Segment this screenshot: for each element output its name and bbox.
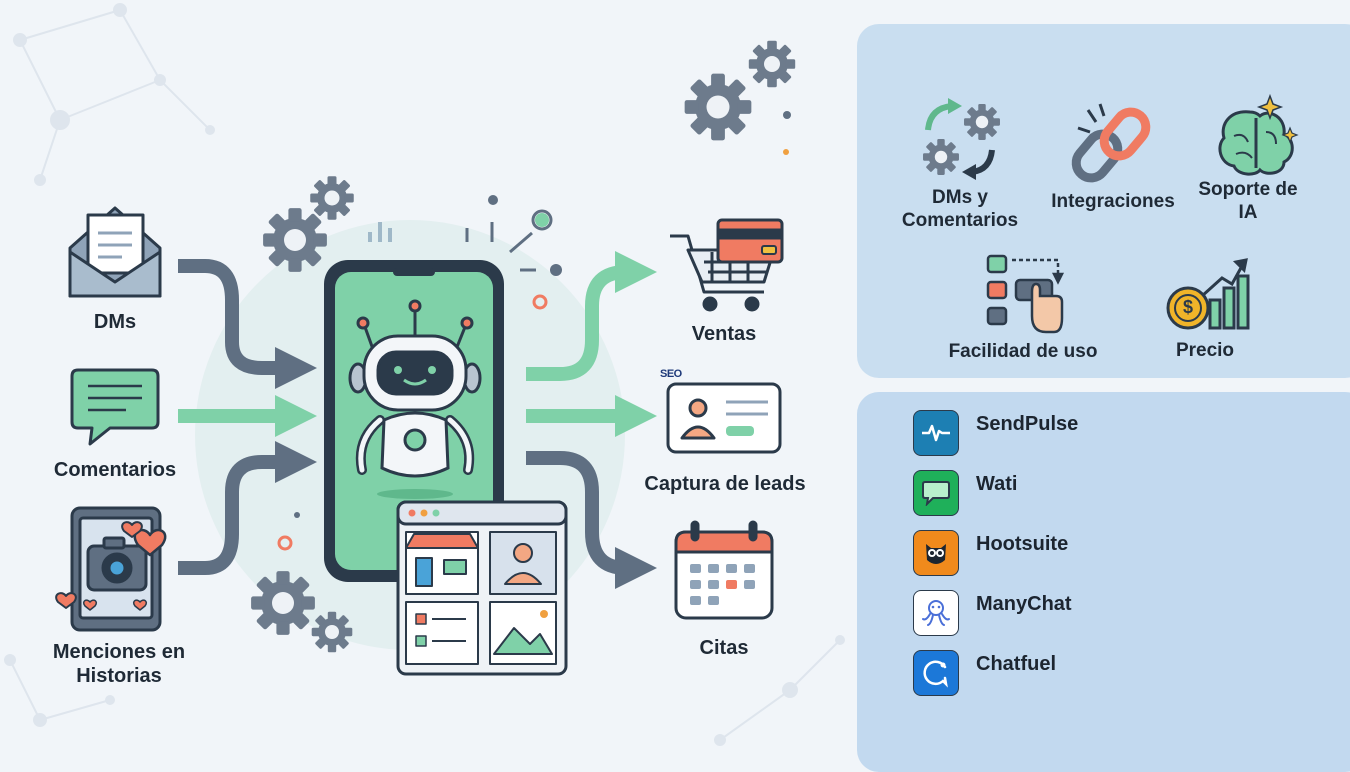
arrow-sales [526, 251, 657, 381]
tool-wati: Wati [913, 470, 1017, 516]
criteria-dms-line1: DMs y [932, 187, 988, 208]
tool-manychat: ManyChat [913, 590, 1072, 636]
gear-icon [684, 73, 752, 141]
owl-icon [913, 530, 959, 576]
arrow-dms [178, 259, 317, 389]
input-arrows [178, 259, 317, 575]
criteria-price: Precio [1175, 340, 1235, 361]
tool-name: Wati [976, 472, 1018, 495]
envelope-icon [68, 206, 162, 298]
label-comments: Comentarios [53, 459, 177, 481]
arrow-appointments [526, 451, 657, 589]
diagram-art [4, 3, 845, 746]
output-arrows [526, 251, 657, 589]
gear-icon [311, 611, 353, 653]
criteria-ai: Soporte de IA [1190, 178, 1306, 224]
gear-icon [310, 176, 354, 220]
label-mentions-line1: Menciones en [52, 641, 186, 663]
comment-icon [70, 368, 160, 446]
tool-chatfuel: Chatfuel [913, 650, 1056, 696]
dollar-icon: $ [1182, 297, 1193, 317]
store-window-icon [396, 500, 568, 676]
label-appointments: Citas [699, 637, 749, 659]
robot-icon [348, 299, 482, 499]
diagram-canvas: DMs Comentarios Menciones en Historias V… [4, 3, 1350, 772]
criteria-ease: Facilidad de uso [948, 341, 1098, 362]
seo-badge: SEO [660, 368, 682, 380]
tool-name: Hootsuite [976, 532, 1069, 555]
criteria-ai-line1: Soporte de [1198, 179, 1298, 200]
lead-card-icon [666, 382, 782, 454]
label-leads: Captura de leads [644, 473, 806, 495]
gear-icon [748, 40, 796, 88]
octopus-icon [913, 590, 959, 636]
pulse-icon [913, 410, 959, 456]
label-mentions: Menciones en Historias [30, 640, 208, 688]
label-mentions-line2: Historias [76, 665, 162, 687]
criteria-ai-line2: IA [1238, 202, 1258, 223]
gear-icon [251, 571, 315, 635]
tool-name: Chatfuel [976, 652, 1056, 675]
label-dms: DMs [93, 311, 137, 333]
cart-icon [670, 218, 784, 312]
tool-sendpulse: SendPulse [913, 410, 1078, 456]
arrow-mentions [178, 441, 317, 575]
criteria-dms-line2: Comentarios [901, 210, 1019, 231]
story-mentions-icon [55, 506, 167, 632]
tool-hootsuite: Hootsuite [913, 530, 1068, 576]
tool-name: SendPulse [976, 412, 1079, 435]
sparkle-decoration [277, 111, 791, 551]
network-decoration [4, 3, 845, 746]
calendar-icon [674, 520, 774, 620]
chat-bubble-icon [913, 470, 959, 516]
criteria-dms: DMs y Comentarios [890, 186, 1030, 232]
criteria-integrations: Integraciones [1051, 191, 1175, 212]
gear-icon [263, 208, 327, 272]
criteria-panel [857, 24, 1350, 378]
phone-icon [324, 260, 504, 582]
chatfuel-icon [913, 650, 959, 696]
label-sales: Ventas [691, 323, 757, 345]
tool-name: ManyChat [976, 592, 1072, 615]
